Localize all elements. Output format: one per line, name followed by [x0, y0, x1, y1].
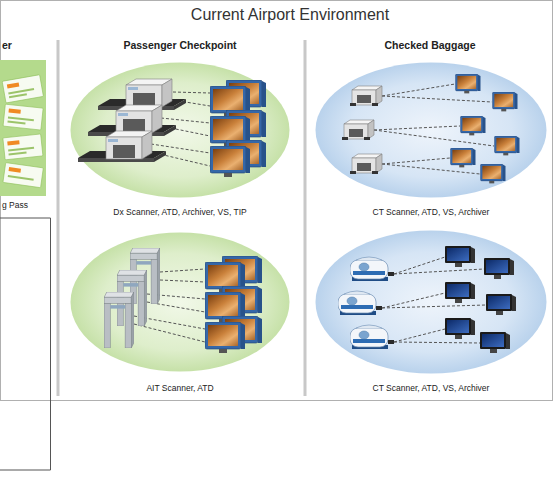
monitor	[226, 110, 266, 141]
monitor	[495, 136, 520, 155]
ellipse-outline	[71, 233, 290, 372]
ait-portal	[117, 270, 147, 326]
data-link-lines	[134, 84, 494, 343]
node-label: Dx Scanner, ATD, Archiver, VS, TIP	[113, 207, 246, 218]
ct-scanners	[338, 257, 394, 349]
monitor	[486, 294, 516, 315]
monitor	[226, 80, 266, 111]
ait-portal	[130, 248, 160, 304]
monitor	[210, 86, 250, 117]
monitor	[205, 322, 245, 353]
node-label: AIT Scanner, ATD	[146, 383, 213, 394]
boarding-pass-panel: g Pass	[0, 60, 46, 214]
monitor	[480, 332, 510, 353]
ellipse-shape	[315, 230, 547, 374]
ct-scanner	[338, 291, 382, 315]
xray-scanner	[98, 79, 186, 110]
node-label: g Pass	[2, 200, 28, 211]
xray-scanners	[78, 79, 186, 162]
monitor	[484, 258, 514, 279]
ct-scanner	[350, 257, 394, 281]
checkpoint-group: AIT Scanner, ATD	[70, 232, 290, 397]
monitor	[461, 116, 486, 135]
baggage-monitors	[451, 74, 520, 183]
ct-monitors	[445, 246, 516, 353]
monitor	[222, 286, 262, 317]
monitor	[456, 74, 481, 93]
monitor	[210, 116, 250, 147]
baggage-scanner	[350, 86, 382, 106]
monitor	[205, 262, 245, 293]
baggage-scanners	[342, 86, 382, 174]
column-separator	[57, 40, 60, 396]
column-heading: Checked Baggage	[384, 39, 475, 52]
ellipse-shape	[70, 62, 290, 198]
monitor	[222, 316, 262, 347]
monitor	[445, 282, 475, 303]
baggage-scanner	[342, 120, 374, 140]
checkpoint-monitors	[210, 80, 266, 177]
boarding-pass-picture	[2, 75, 43, 188]
outer-frame	[1, 1, 553, 401]
monitor	[222, 256, 262, 287]
monitor	[226, 140, 266, 171]
column-heading: Passenger Checkpoint	[123, 39, 236, 52]
panel-rect	[0, 60, 46, 196]
column-separator	[304, 40, 307, 396]
diagram-title: Current Airport Environment	[191, 5, 389, 25]
ait-monitors	[205, 256, 262, 353]
baggage-scanner	[350, 154, 382, 174]
ct-scanner	[350, 325, 394, 349]
ait-portal	[104, 292, 134, 348]
monitor	[493, 92, 518, 111]
ellipse-shape	[70, 232, 290, 372]
monitor	[451, 148, 476, 167]
ellipse-shape	[315, 62, 547, 198]
xray-scanner	[78, 131, 166, 162]
monitor	[445, 318, 475, 339]
node-label: CT Scanner, ATD, VS, Archiver	[373, 207, 490, 218]
monitor	[205, 292, 245, 323]
column-heading: er	[2, 39, 12, 52]
checkpoint-group: Dx Scanner, ATD, Archiver, VS, TIP	[70, 62, 290, 221]
node-label: CT Scanner, ATD, VS, Archiver	[373, 383, 490, 394]
monitor	[481, 164, 506, 183]
side-box	[0, 218, 51, 470]
xray-scanner	[88, 105, 176, 136]
baggage-group: CT Scanner, ATD, VS, Archiver	[315, 62, 547, 221]
ellipse-outline	[316, 231, 547, 374]
ellipse-outline	[316, 63, 547, 198]
ait-scanners	[104, 248, 160, 348]
monitor	[445, 246, 475, 267]
monitor	[210, 146, 250, 177]
baggage-group: CT Scanner, ATD, VS, Archiver	[315, 230, 547, 397]
rect-shape	[0, 60, 46, 196]
ellipse-outline	[71, 63, 290, 198]
